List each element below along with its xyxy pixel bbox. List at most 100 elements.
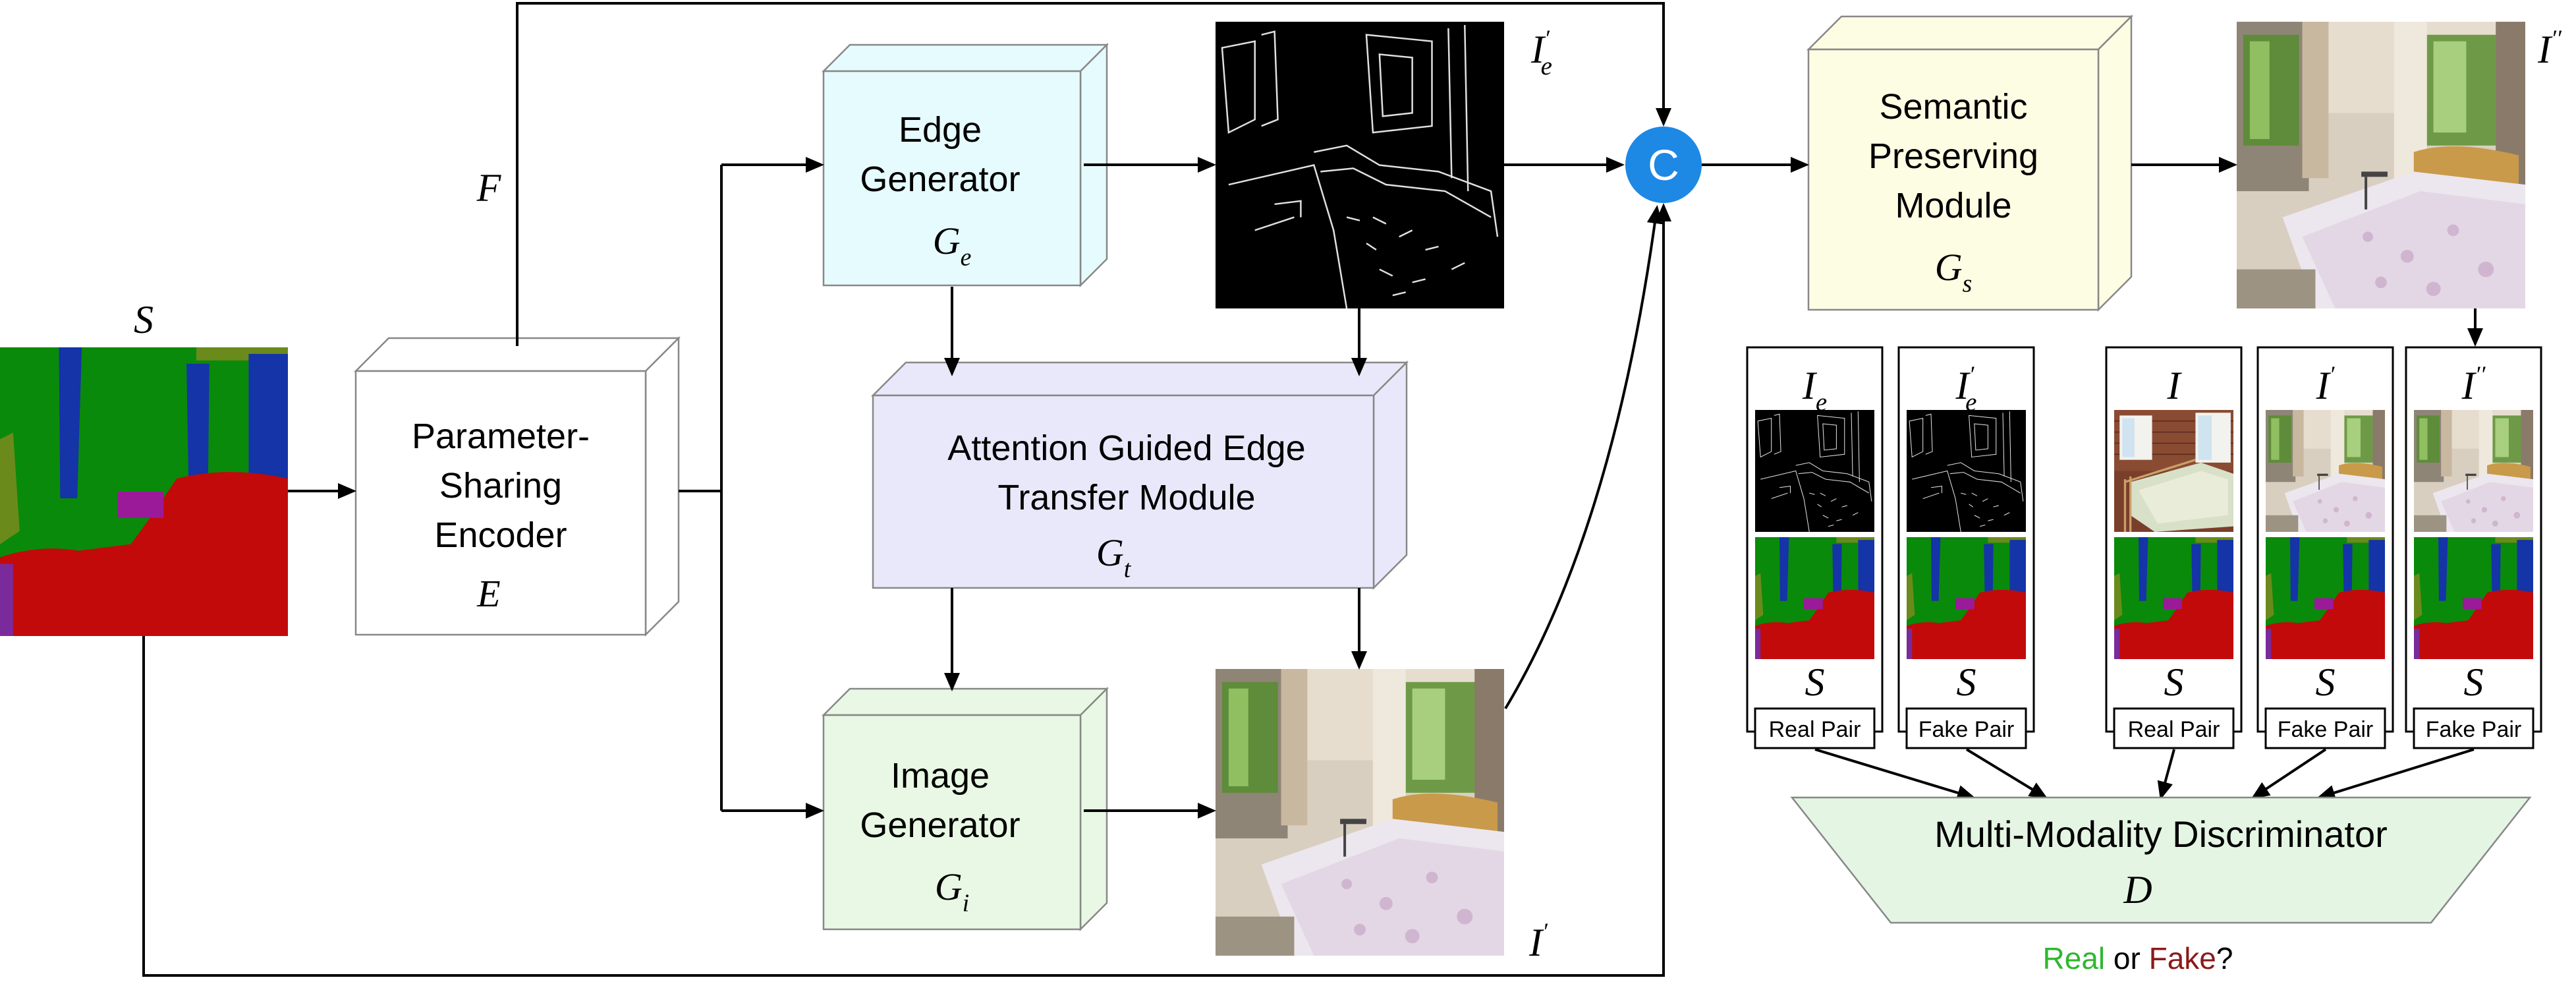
encoder-box-side-face xyxy=(644,335,680,637)
pair-top-symbol: I′′ xyxy=(2461,361,2486,407)
label-S: S xyxy=(134,298,154,341)
segmentation-map xyxy=(0,347,288,636)
generated-image xyxy=(1216,669,1504,956)
pair-top-symbol-text: I xyxy=(2167,364,2183,407)
pair-segmap xyxy=(2114,537,2233,659)
semantic-module-line1: Semantic xyxy=(1879,87,2027,127)
semantic-module-symbol-text: Gs xyxy=(1935,246,1973,297)
output-image xyxy=(2237,22,2525,308)
pair-bottom-symbol-text: S xyxy=(2464,660,2484,704)
concat-label: C xyxy=(1648,140,1679,189)
encoder-line2: Sharing xyxy=(439,466,562,506)
label-I-double-prime-text: I′′ xyxy=(2537,25,2562,71)
encoder-line1: Parameter- xyxy=(412,417,590,456)
pair-bottom-symbol: S xyxy=(2464,660,2484,704)
discriminator-symbol: D xyxy=(2123,868,2152,912)
arrow-seg-to-concat xyxy=(142,203,1671,977)
image-generator-line2: Generator xyxy=(860,805,1020,845)
label-I-prime-text: I′ xyxy=(1528,918,1548,964)
edge-generator-line2: Generator xyxy=(860,160,1020,199)
image-generator-box-side-face xyxy=(1079,686,1108,932)
attention-module-box-front-face xyxy=(872,394,1375,589)
encoder-box xyxy=(353,335,681,637)
pair-top-symbol: I′e xyxy=(1955,361,1977,417)
pair-2: I′eS Fake Pair xyxy=(1897,346,2035,749)
pair-segmap xyxy=(2266,537,2385,659)
arrow-pair4-to-disc xyxy=(2251,748,2327,799)
pair-bottom-symbol-text: S xyxy=(1805,660,1825,704)
edge-generator-box-front-face xyxy=(822,70,1082,287)
edge-generator-line1: Edge xyxy=(899,110,982,150)
pair-top-symbol-text: I′′ xyxy=(2461,361,2486,407)
semantic-module-box-side-face xyxy=(2097,14,2133,312)
pair-label-box xyxy=(2413,707,2534,749)
arrow-pair1-to-disc xyxy=(1814,748,1976,801)
arrow-pair5-to-disc xyxy=(2316,748,2475,801)
pair-label-box xyxy=(2113,707,2235,749)
pair-label: Fake Pair xyxy=(2278,717,2374,742)
edge-generator-symbol: Ge xyxy=(933,219,972,271)
image-generator-box xyxy=(821,686,1109,932)
pair-image xyxy=(2114,410,2233,532)
label-I-prime-e: I′e xyxy=(1530,25,1552,80)
label-F: F xyxy=(476,166,502,210)
label-I-prime-e-text: I′e xyxy=(1530,25,1552,80)
semantic-module-line3: Module xyxy=(1895,186,2011,225)
pair-top-symbol: I′ xyxy=(2316,361,2336,407)
encoder-box-front-face xyxy=(354,370,647,636)
pair-image xyxy=(2414,410,2533,532)
pair-bottom-symbol: S xyxy=(1957,660,1976,704)
pair-top-symbol: I xyxy=(2167,364,2183,407)
image-generator-box-top-face xyxy=(821,687,1109,716)
image-generator-line1: Image xyxy=(891,756,990,796)
attention-module-symbol-text: Gt xyxy=(1096,531,1132,583)
attention-module-box-side-face xyxy=(1372,360,1408,591)
label-I-double-prime: I′′ xyxy=(2537,25,2562,71)
edge-image xyxy=(1216,22,1504,308)
edge-generator-symbol-text: Ge xyxy=(933,219,972,271)
discriminator-shape xyxy=(1790,796,2532,924)
semantic-module-symbol: Gs xyxy=(1935,246,1973,297)
pair-label-box xyxy=(2264,707,2386,749)
pair-bottom-symbol: S xyxy=(1805,660,1825,704)
discriminator-title: Multi-Modality Discriminator xyxy=(1934,813,2388,855)
outcome-or: or xyxy=(2105,941,2148,975)
image-generator-symbol-text: Gi xyxy=(935,865,969,917)
discriminator-symbol-text: D xyxy=(2123,868,2152,912)
attention-module-line2: Transfer Module xyxy=(997,478,1255,517)
arrow-F-to-concat xyxy=(516,2,1671,346)
encoder-symbol: E xyxy=(476,572,500,615)
attention-module-line1: Attention Guided Edge xyxy=(947,428,1305,468)
pair-image xyxy=(1755,410,1874,532)
pair-bottom-symbol: S xyxy=(2164,660,2184,704)
pair-image xyxy=(1907,410,2026,532)
pair-label-box xyxy=(1754,707,1876,749)
outcome-fake: Fake xyxy=(2149,941,2216,975)
pair-label: Fake Pair xyxy=(1918,717,2015,742)
attention-module-symbol: Gt xyxy=(1096,531,1132,583)
edge-generator-box-top-face xyxy=(821,44,1109,72)
outcome-real: Real xyxy=(2043,941,2106,975)
pair-label: Real Pair xyxy=(1769,717,1861,742)
pair-label-box xyxy=(1905,707,2027,749)
pair-bottom-symbol: S xyxy=(2316,660,2336,704)
pair-top-symbol-text: I′ xyxy=(2316,361,2336,407)
arrow-pair3-to-disc xyxy=(2157,749,2175,800)
pair-segmap xyxy=(1755,537,1874,659)
pair-bottom-symbol-text: S xyxy=(1957,660,1976,704)
pair-image xyxy=(2266,410,2385,532)
outcome-q: ? xyxy=(2216,941,2233,975)
pair-bottom-symbol-text: S xyxy=(2316,660,2336,704)
arrow-pair2-to-disc xyxy=(1965,748,2048,799)
pair-3: I S Real Pair xyxy=(2105,346,2243,749)
image-generator-box-front-face xyxy=(822,714,1082,931)
pair-top-symbol-text: Ie xyxy=(1802,364,1827,417)
semantic-module-box-front-face xyxy=(1807,48,2100,311)
label-I-prime: I′ xyxy=(1528,918,1548,964)
pair-segmap xyxy=(1907,537,2026,659)
encoder-symbol-text: E xyxy=(476,572,500,615)
pair-label: Real Pair xyxy=(2128,717,2220,742)
pair-segmap xyxy=(2414,537,2533,659)
